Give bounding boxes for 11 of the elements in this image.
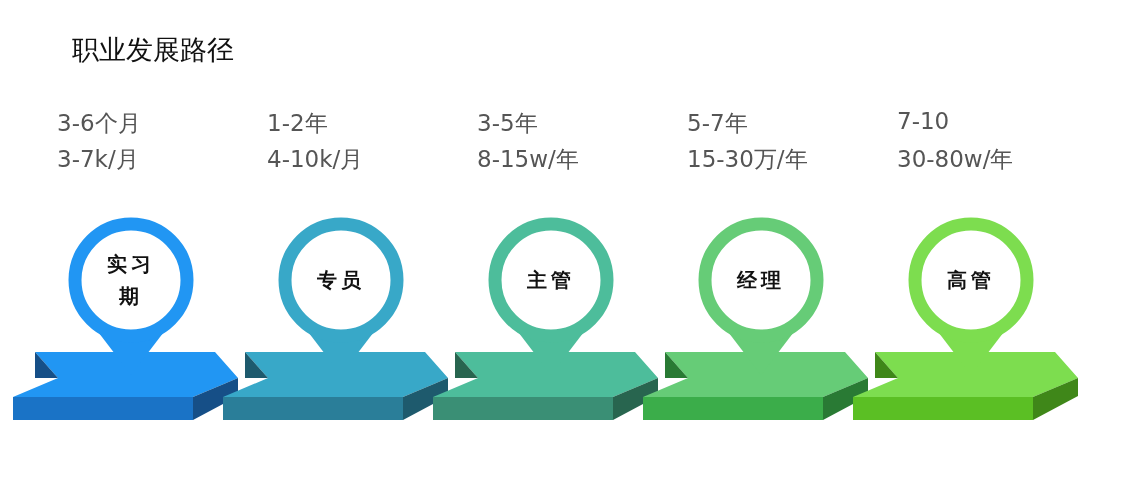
salary-text: 4-10k/月 — [267, 145, 364, 174]
salary-text: 30-80w/年 — [897, 145, 1014, 174]
salary-text: 3-7k/月 — [57, 145, 139, 174]
salary-text: 8-15w/年 — [477, 145, 579, 174]
diagram-title: 职业发展路径 — [72, 33, 234, 67]
duration-text: 7-10 — [897, 108, 950, 134]
duration-text: 3-5年 — [477, 109, 538, 138]
duration-text: 1-2年 — [267, 109, 328, 138]
salary-text: 15-30万/年 — [687, 145, 808, 174]
duration-text: 3-6个月 — [57, 109, 141, 138]
duration-text: 5-7年 — [687, 109, 748, 138]
